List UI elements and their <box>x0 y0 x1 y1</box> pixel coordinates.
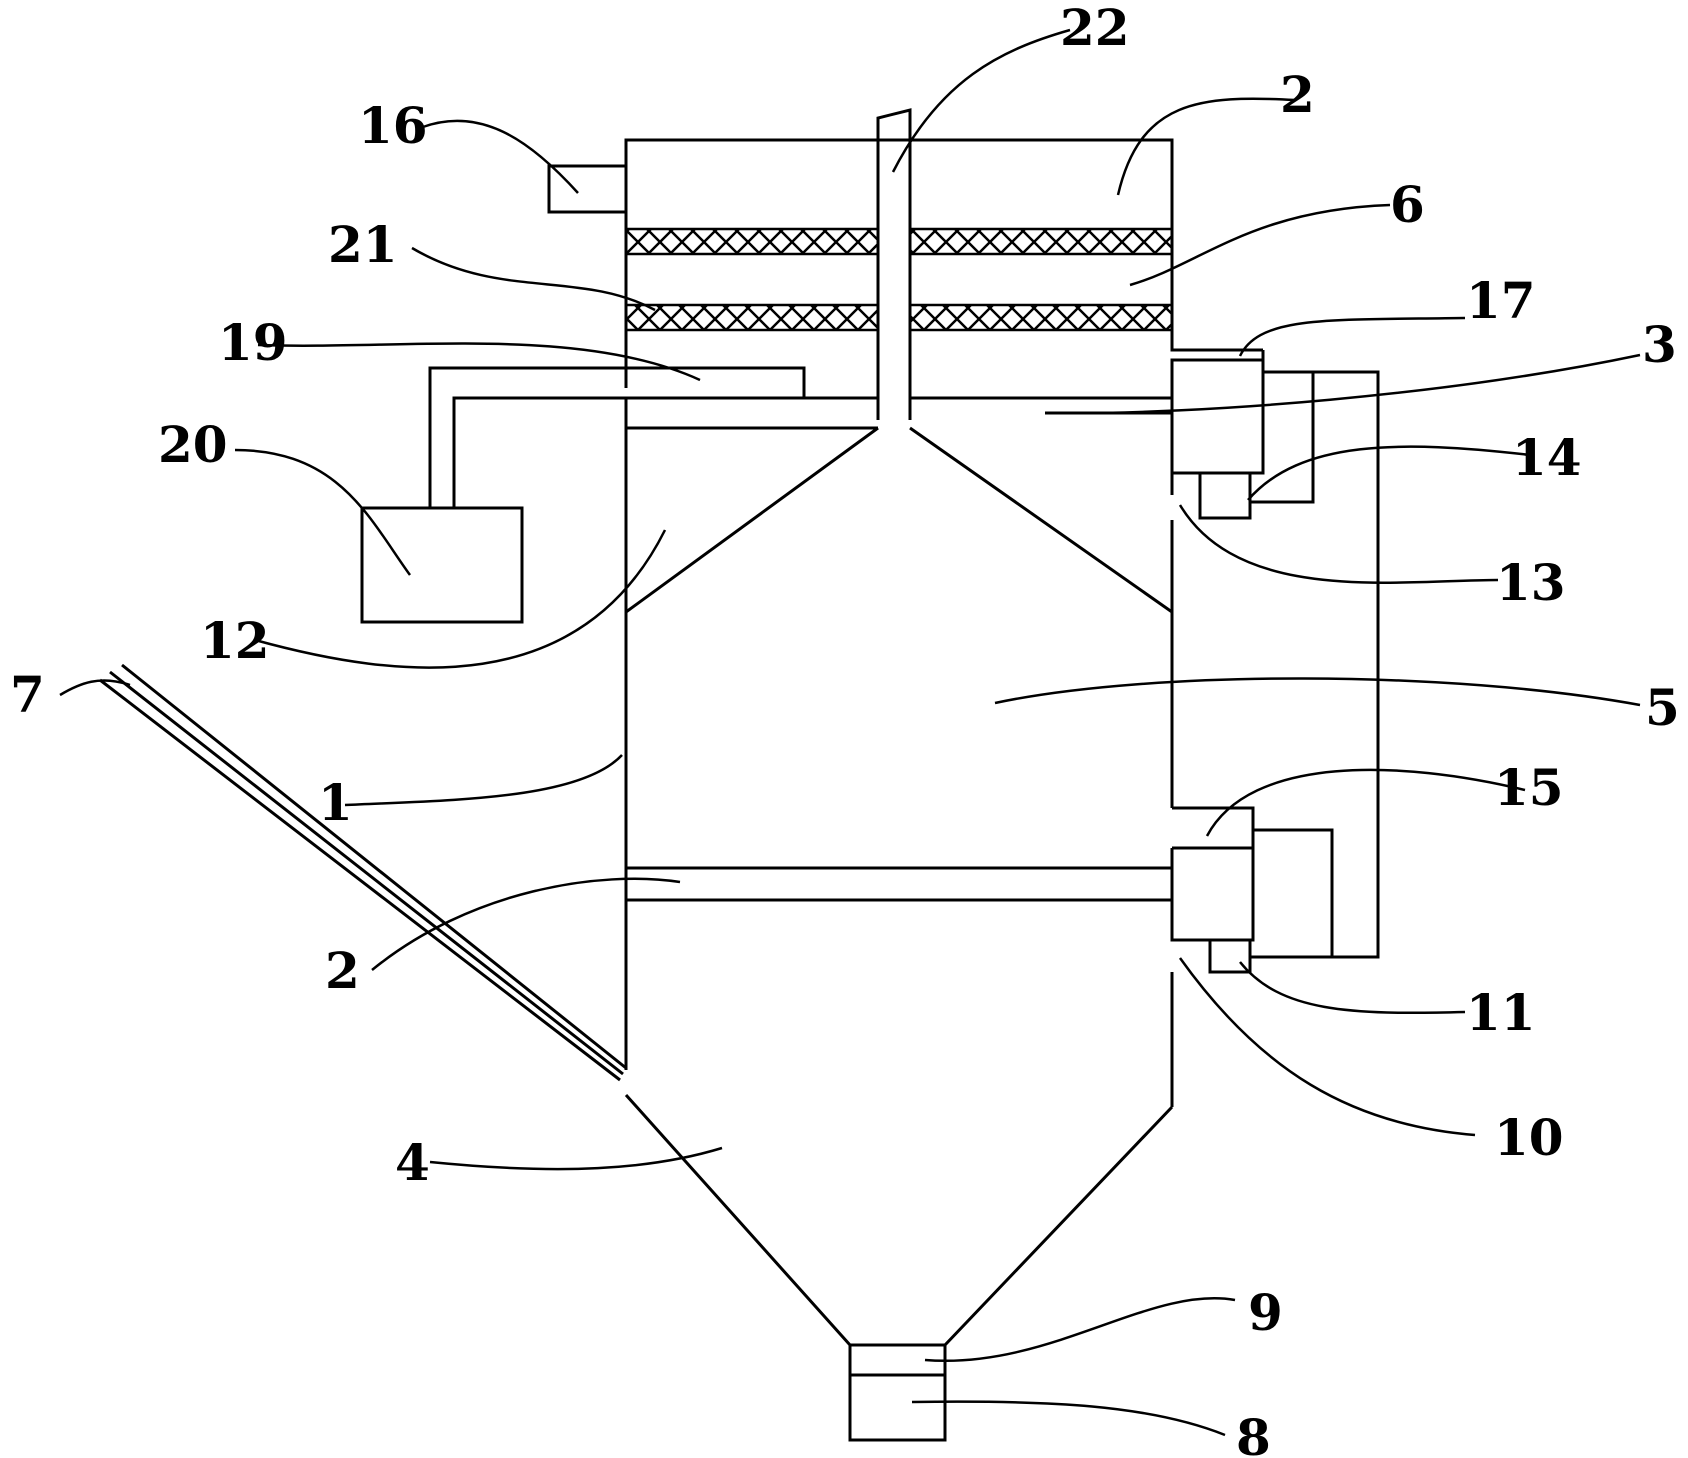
lower-plate <box>626 866 1172 902</box>
label-2-bottom: 2 <box>325 941 360 1000</box>
label-9: 9 <box>1248 1283 1283 1342</box>
filter-layers <box>624 227 1174 332</box>
label-1: 1 <box>318 773 353 832</box>
label-20: 20 <box>158 415 228 474</box>
top-housing <box>547 138 1263 388</box>
valve-14 <box>1198 471 1252 520</box>
filter-layer-lower <box>908 303 1174 332</box>
label-22: 22 <box>1060 0 1130 57</box>
lower-connector <box>1170 806 1334 974</box>
label-2-top: 2 <box>1280 65 1315 124</box>
label-19: 19 <box>218 313 288 372</box>
filter-layer-upper <box>624 227 880 256</box>
inlet-pipe-7 <box>99 663 627 1082</box>
label-8: 8 <box>1236 1408 1271 1458</box>
label-13: 13 <box>1496 553 1566 612</box>
label-15: 15 <box>1494 758 1564 817</box>
upper-connector <box>1170 350 1315 520</box>
labels: 16 22 2 6 21 17 19 3 20 14 13 12 7 5 15 … <box>10 0 1680 1458</box>
main-tank-body <box>624 398 1174 1107</box>
filter-layer-upper <box>908 227 1174 256</box>
valve-11 <box>1208 938 1252 974</box>
label-7: 7 <box>10 665 45 724</box>
label-12: 12 <box>200 611 270 670</box>
return-pipe <box>1250 370 1380 959</box>
conical-distributor <box>625 426 1173 614</box>
label-21: 21 <box>328 215 398 274</box>
bottom-outlet <box>848 1343 947 1442</box>
label-6: 6 <box>1390 175 1425 234</box>
label-3: 3 <box>1642 315 1677 374</box>
label-4: 4 <box>395 1133 430 1192</box>
label-16: 16 <box>358 96 428 155</box>
label-5: 5 <box>1645 678 1680 737</box>
central-pipe <box>876 108 912 420</box>
bottom-cone <box>624 1093 1174 1347</box>
label-14: 14 <box>1512 428 1582 487</box>
tank-20 <box>360 506 524 624</box>
label-17: 17 <box>1466 271 1536 330</box>
pipe-19 <box>428 366 806 508</box>
label-11: 11 <box>1466 983 1536 1042</box>
filter-layer-lower <box>624 303 880 332</box>
leader-lines <box>59 28 1641 1437</box>
label-10: 10 <box>1494 1108 1564 1167</box>
